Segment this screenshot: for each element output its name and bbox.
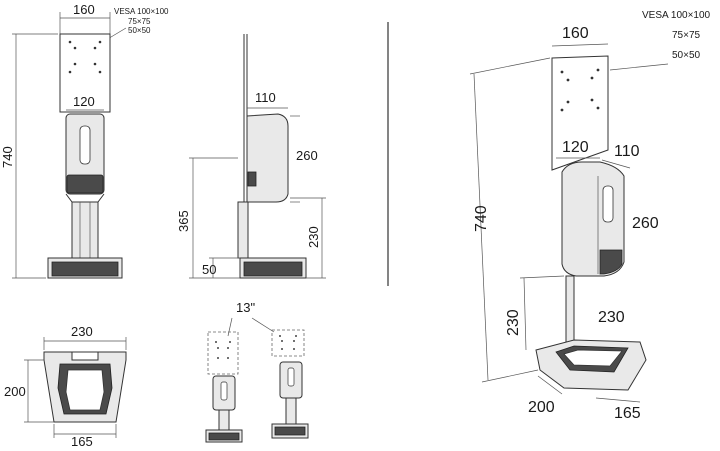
top-depth-label: 200 xyxy=(4,384,26,399)
tilt-right-plate-outline xyxy=(271,329,305,357)
iso-vesa-plate xyxy=(551,55,609,171)
iso-dispenser-window xyxy=(602,185,614,223)
side-depth-label: 110 xyxy=(255,90,276,105)
iso-pole-height-left-label: 230 xyxy=(505,309,522,336)
iso-base-width-label: 165 xyxy=(614,405,641,422)
iso-vesa-title: VESA 100×100 xyxy=(642,10,711,21)
front-vesa-title: VESA 100×100 xyxy=(114,7,169,16)
iso-width-label: 160 xyxy=(562,25,589,42)
side-base-height-label: 50 xyxy=(202,262,216,277)
front-vesa-plate xyxy=(59,33,111,113)
side-view: 110 260 365 50 230 xyxy=(176,34,326,279)
iso-dispenser-height-label: 260 xyxy=(632,215,659,232)
iso-vesa-holes xyxy=(560,68,600,112)
tilt-left-plate-outline xyxy=(207,331,239,375)
front-height-label: 740 xyxy=(0,146,15,168)
tilt-angle-label: 13" xyxy=(236,300,255,315)
front-view: 160 VESA 100×100 75×75 50×50 120 xyxy=(0,2,169,279)
front-width-label: 160 xyxy=(73,2,95,17)
front-vesa-50: 50×50 xyxy=(128,26,151,35)
front-pole xyxy=(71,201,99,259)
iso-pole-height-right-label: 230 xyxy=(598,309,625,326)
iso-base-depth-label: 200 xyxy=(528,399,555,416)
front-dispenser-window xyxy=(79,125,91,165)
iso-view: VESA 100×100 75×75 50×50 160 120 110 260 xyxy=(469,10,711,422)
top-view: 230 200 165 xyxy=(4,324,127,449)
side-pole-height-label: 230 xyxy=(306,226,321,248)
iso-dispenser-width-label: 120 xyxy=(562,139,589,156)
side-mount-height-label: 365 xyxy=(176,210,191,232)
front-vesa-holes xyxy=(68,40,102,74)
front-vesa-75: 75×75 xyxy=(128,17,151,26)
iso-dispenser-depth-label: 110 xyxy=(614,143,640,160)
iso-height-label: 740 xyxy=(473,205,490,232)
front-dispenser-width-label: 120 xyxy=(73,94,95,109)
side-dispenser-height-label: 260 xyxy=(296,148,318,163)
iso-vesa-50: 50×50 xyxy=(672,50,701,61)
top-bottom-width-label: 165 xyxy=(71,434,93,449)
iso-pole xyxy=(565,275,575,349)
top-width-label: 230 xyxy=(71,324,93,339)
iso-vesa-75: 75×75 xyxy=(672,30,701,41)
tilt-view: 13" xyxy=(205,300,309,443)
side-dispenser-body xyxy=(246,113,289,203)
